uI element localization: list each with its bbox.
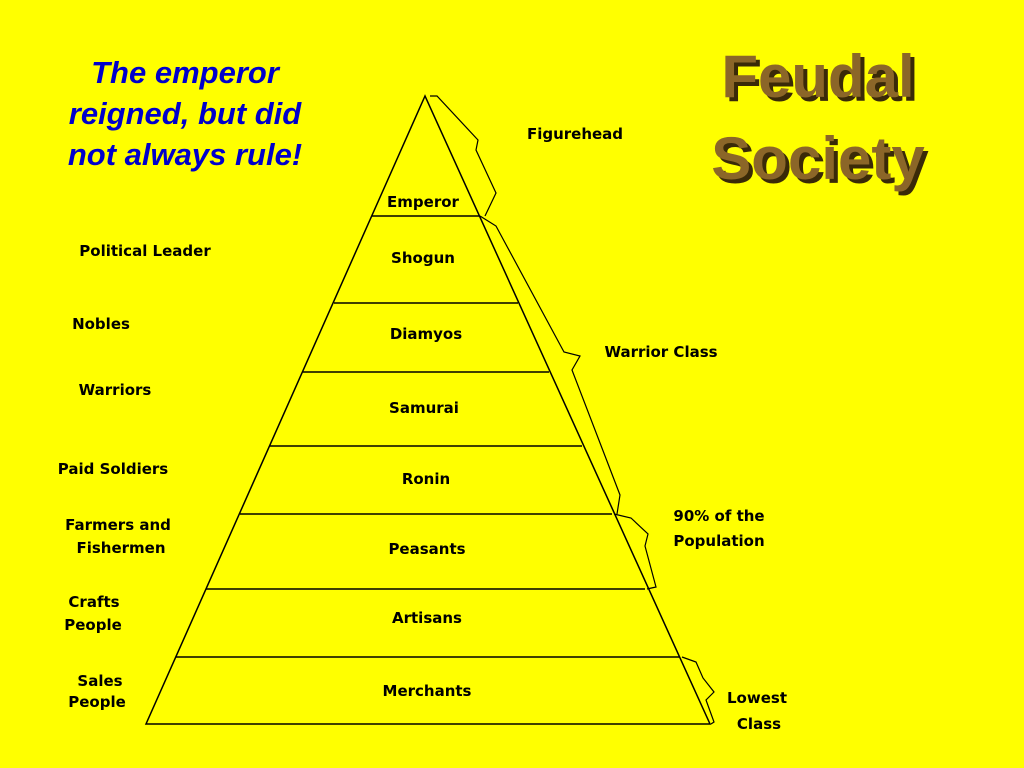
- level-peasants: Peasants: [388, 540, 465, 558]
- population-bracket: [613, 513, 657, 590]
- level-ronin: Ronin: [402, 470, 450, 488]
- left-label-warriors: Warriors: [79, 381, 152, 399]
- group-label-lowest-line-1: Lowest: [727, 689, 787, 707]
- group-label-warrior-class: Warrior Class: [604, 343, 717, 361]
- figurehead-bracket: [430, 95, 497, 217]
- group-label-population-line-2: Population: [673, 532, 764, 550]
- left-label-crafts-line-2: People: [64, 616, 122, 634]
- level-artisans: Artisans: [392, 609, 462, 627]
- quote-line-1: The emperor: [91, 55, 279, 90]
- lowest-class-bracket: [681, 656, 715, 725]
- quote-text: The emperor reigned, but did not always …: [40, 52, 330, 175]
- left-label-sales-line-1: Sales: [77, 672, 122, 690]
- group-label-population-line-1: 90% of the: [673, 507, 764, 525]
- group-label-figurehead: Figurehead: [527, 125, 623, 143]
- level-shogun: Shogun: [391, 249, 455, 267]
- title-line-1: Feudal: [721, 43, 915, 110]
- quote-line-3: not always rule!: [67, 137, 303, 172]
- level-merchants: Merchants: [383, 682, 472, 700]
- quote-line-2: reigned, but did: [68, 96, 302, 131]
- slide-title: Feudal Society: [668, 36, 968, 200]
- left-label-farmers-line-1: Farmers and: [65, 516, 171, 534]
- left-label-crafts-line-1: Crafts: [68, 593, 119, 611]
- level-diamyos: Diamyos: [390, 325, 462, 343]
- level-emperor: Emperor: [387, 193, 459, 211]
- level-samurai: Samurai: [389, 399, 459, 417]
- left-label-political-leader: Political Leader: [79, 242, 211, 260]
- left-label-nobles: Nobles: [72, 315, 130, 333]
- left-label-farmers-line-2: Fishermen: [76, 539, 165, 557]
- warrior-class-bracket: [479, 215, 621, 515]
- left-label-paid-soldiers: Paid Soldiers: [58, 460, 169, 478]
- pyramid-outline: [144, 94, 712, 725]
- group-label-lowest-line-2: Class: [737, 715, 781, 733]
- left-label-sales-line-2: People: [68, 693, 126, 711]
- title-line-2: Society: [711, 125, 925, 192]
